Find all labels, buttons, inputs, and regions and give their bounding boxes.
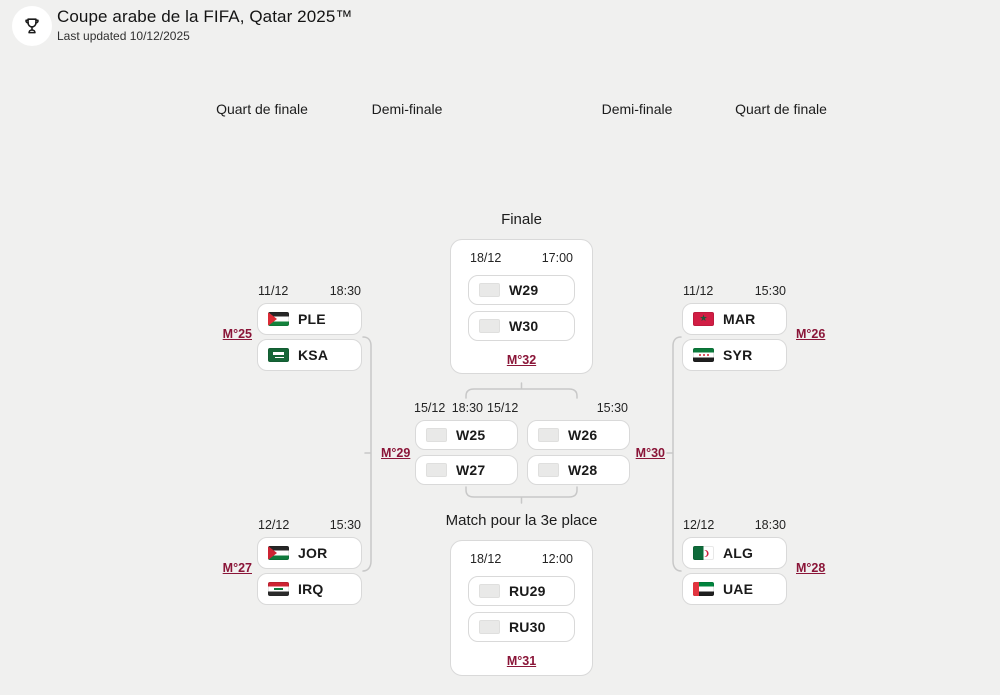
round-header-sf-right: Demi-finale [601,101,673,117]
match-date: 11/12 [258,284,289,298]
iraq-flag-icon [268,582,289,596]
match-time: 18:30 [329,284,361,298]
match-link-m26[interactable]: M°26 [796,327,826,341]
algeria-flag-icon [693,546,714,560]
team-row-irq[interactable]: IRQ [257,573,362,605]
match-date: 18/12 [470,552,502,566]
match-meta: 18/12 12:00 [468,551,575,567]
team-code: KSA [298,347,329,363]
match-qf-right-top: 11/12 15:30 MAR SYR [682,283,787,371]
match-time: 15:30 [329,518,361,532]
team-row-w28: W28 [527,455,630,485]
placeholder-flag-icon [538,428,559,442]
match-link-m30[interactable]: M°30 [635,446,665,460]
match-meta: 11/12 15:30 [682,283,787,299]
match-date: 12/12 [258,518,290,532]
match-date: 11/12 [683,284,714,298]
match-meta: 12/12 18:30 [682,517,787,533]
team-row-alg[interactable]: ALG [682,537,787,569]
third-place-title: Match pour la 3e place [445,512,598,529]
match-meta: 15/12 15:30 [487,400,628,416]
match-meta: 11/12 18:30 [257,283,362,299]
match-date: 15/12 [487,401,519,415]
team-code: W25 [456,427,486,443]
team-code: JOR [298,545,328,561]
team-row-w29: W29 [468,275,575,305]
team-row-ple[interactable]: PLE [257,303,362,335]
match-sf-right: W26 W28 [527,420,630,490]
third-place-card: 18/12 12:00 RU29 RU30 M°31 [450,540,593,676]
team-row-mar[interactable]: MAR [682,303,787,335]
team-row-uae[interactable]: UAE [682,573,787,605]
round-header-sf-left: Demi-finale [371,101,443,117]
final-card: 18/12 17:00 W29 W30 M°32 [450,239,593,374]
placeholder-flag-icon [479,620,500,634]
placeholder-flag-icon [538,463,559,477]
match-link-m32[interactable]: M°32 [506,353,537,367]
match-date: 12/12 [683,518,715,532]
last-updated-text: Last updated 10/12/2025 [57,29,190,43]
match-meta: 12/12 15:30 [257,517,362,533]
placeholder-flag-icon [426,463,447,477]
team-code: MAR [723,311,756,327]
match-qf-right-bottom: 12/12 18:30 ALG UAE [682,517,787,605]
match-time: 18:30 [754,518,786,532]
trophy-badge [12,6,52,46]
uae-flag-icon [693,582,714,596]
match-qf-left-top: 11/12 18:30 PLE KSA [257,283,362,371]
team-code: W28 [568,462,598,478]
team-row-w27: W27 [415,455,518,485]
team-row-w26: W26 [527,420,630,450]
match-qf-left-bottom: 12/12 15:30 JOR IRQ [257,517,362,605]
match-date: 15/12 [414,401,446,415]
match-time: 12:00 [541,552,573,566]
saudi-arabia-flag-icon [268,348,289,362]
team-code: ALG [723,545,754,561]
syria-flag-icon [693,348,714,362]
team-code: RU29 [509,583,546,599]
placeholder-flag-icon [479,319,500,333]
team-row-jor[interactable]: JOR [257,537,362,569]
team-code: SYR [723,347,753,363]
match-link-m27[interactable]: M°27 [222,561,252,575]
placeholder-flag-icon [479,283,500,297]
match-link-m25[interactable]: M°25 [222,327,252,341]
match-time: 17:00 [541,251,573,265]
match-sf-left: W25 W27 [415,420,518,490]
match-meta: 18/12 17:00 [468,250,575,266]
team-row-w25: W25 [415,420,518,450]
team-code: W26 [568,427,598,443]
palestine-flag-icon [268,312,289,326]
round-header-qf-left: Quart de finale [216,101,308,117]
match-meta: 15/12 18:30 [414,400,483,416]
team-row-ksa[interactable]: KSA [257,339,362,371]
placeholder-flag-icon [479,584,500,598]
match-link-m31[interactable]: M°31 [506,654,537,668]
team-row-ru29: RU29 [468,576,575,606]
team-code: W27 [456,462,486,478]
placeholder-flag-icon [426,428,447,442]
match-link-m28[interactable]: M°28 [796,561,826,575]
morocco-flag-icon [693,312,714,326]
match-time: 15:30 [754,284,786,298]
page-title: Coupe arabe de la FIFA, Qatar 2025™ [57,7,353,26]
match-date: 18/12 [470,251,502,265]
trophy-icon [25,18,39,34]
final-title: Finale [501,211,542,228]
team-row-ru30: RU30 [468,612,575,642]
team-code: W30 [509,318,539,334]
match-link-m29[interactable]: M°29 [381,446,411,460]
team-code: UAE [723,581,754,597]
team-row-w30: W30 [468,311,575,341]
jordan-flag-icon [268,546,289,560]
team-row-syr[interactable]: SYR [682,339,787,371]
match-time: 18:30 [451,401,483,415]
team-code: IRQ [298,581,324,597]
match-time: 15:30 [596,401,628,415]
round-header-qf-right: Quart de finale [735,101,827,117]
team-code: W29 [509,282,539,298]
team-code: RU30 [509,619,546,635]
team-code: PLE [298,311,326,327]
